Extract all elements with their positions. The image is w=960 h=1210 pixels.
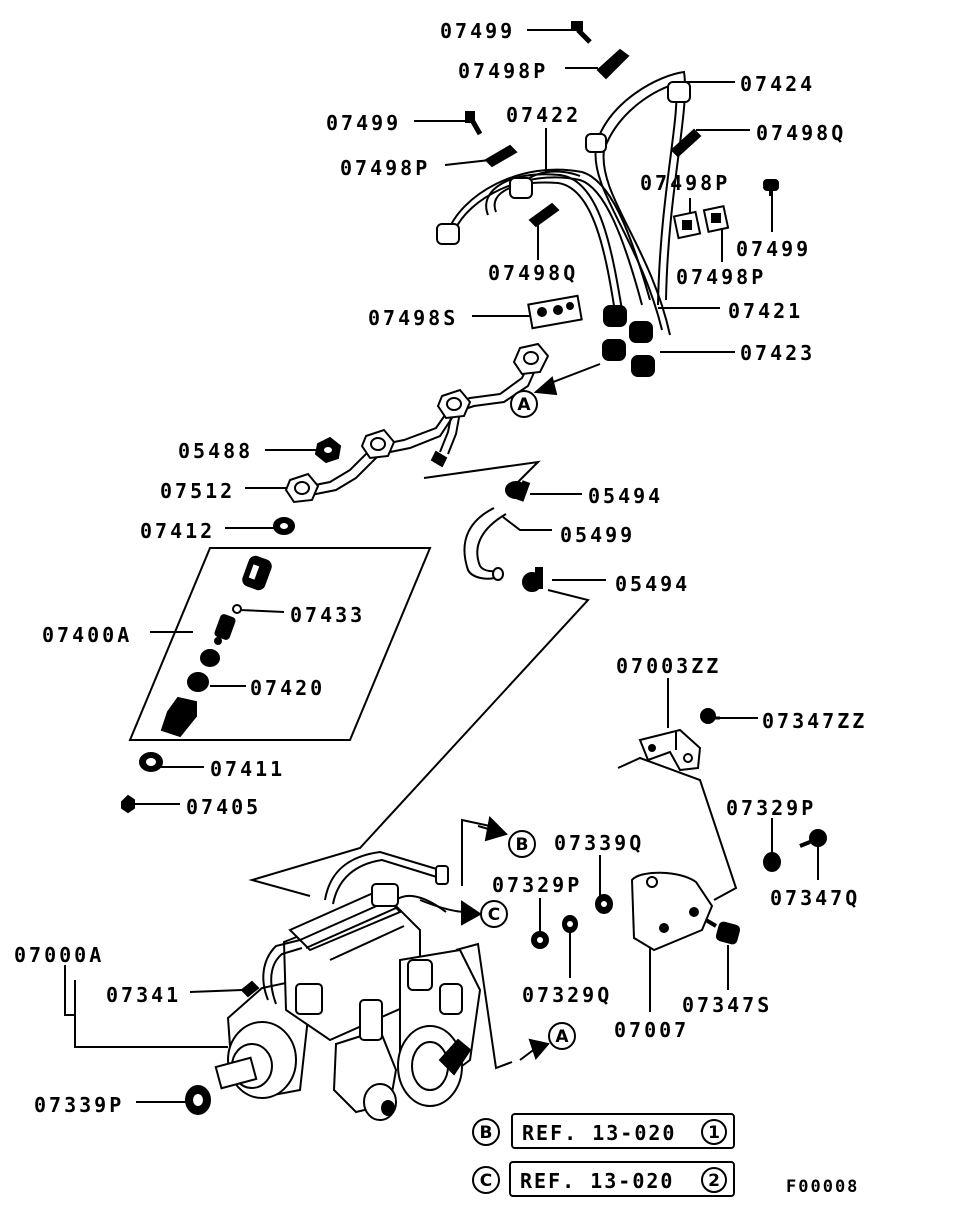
guide-line-leakoff (423, 460, 541, 489)
part-label: 07499 (736, 237, 811, 261)
clamps-bolts (465, 21, 779, 330)
leak-off-pipe (284, 342, 550, 504)
injection-pipes (446, 70, 687, 336)
hose-return (463, 480, 543, 592)
ref-num-b: 1 (708, 1123, 720, 1143)
part-label: 07499 (440, 19, 515, 43)
figure-code: F00008 (786, 1177, 859, 1197)
connector-a-bottom: A (519, 1022, 576, 1061)
marker-a-bottom: A (555, 1027, 569, 1047)
part-label: 07423 (740, 341, 815, 365)
guide-line-b (461, 818, 491, 886)
ref-text-c: REF. 13-020 (520, 1169, 674, 1193)
part-label: 07498P (640, 171, 730, 195)
part-label: 07329Q (522, 983, 612, 1007)
connector-b: B (477, 815, 536, 858)
part-label: 05494 (588, 484, 663, 508)
part-label: 07347S (682, 993, 772, 1017)
part-label: 07007 (614, 1018, 689, 1042)
part-label: 05494 (615, 572, 690, 596)
ref-marker-b: B (480, 1123, 493, 1143)
part-label: 07003ZZ (616, 654, 721, 678)
part-label: 07498P (676, 265, 766, 289)
injection-pump (185, 850, 482, 1121)
nozzle-kit (121, 517, 432, 814)
part-label: 07405 (186, 795, 261, 819)
part-label: 05499 (560, 523, 635, 547)
reference-c: C REF. 13-020 2 (472, 1161, 735, 1197)
part-label: 07339P (34, 1093, 124, 1117)
leader-lines (64, 29, 819, 1103)
part-label: 07341 (106, 983, 181, 1007)
bracket-07007 (630, 871, 741, 952)
part-label: 07498Q (488, 261, 578, 285)
part-label: 07421 (728, 299, 803, 323)
guide-line-bracket (617, 756, 738, 901)
part-labels: 07499 07498P 07424 07499 07422 07498Q 07… (14, 19, 867, 1117)
bracket-07003zz (638, 708, 720, 772)
part-label: 07498Q (756, 121, 846, 145)
small-fasteners-right (531, 829, 827, 949)
guide-line-pump (248, 589, 590, 897)
connector-c: C (419, 899, 508, 928)
reference-b: B REF. 13-020 1 (472, 1113, 735, 1149)
ref-marker-c: C (480, 1171, 492, 1191)
part-label: 07339Q (554, 831, 644, 855)
part-label: 07347Q (770, 886, 860, 910)
part-label: 07411 (210, 757, 285, 781)
part-label: 07329P (492, 873, 582, 897)
marker-c: C (488, 905, 500, 925)
part-label: 07498P (458, 59, 548, 83)
part-label: 07420 (250, 676, 325, 700)
part-label: 07433 (290, 603, 365, 627)
ref-text-b: REF. 13-020 (522, 1121, 676, 1145)
part-label: 07347ZZ (762, 709, 867, 733)
part-label: 07422 (506, 103, 581, 127)
connector-a-top: A (510, 363, 601, 418)
part-label: 07000A (14, 943, 104, 967)
part-label: 07498P (340, 156, 430, 180)
part-label: 07498S (368, 306, 458, 330)
part-label: 07412 (140, 519, 215, 543)
pipe-nuts (436, 81, 691, 377)
part-label: 07512 (160, 479, 235, 503)
ref-num-c: 2 (708, 1171, 720, 1191)
part-label: 05488 (178, 439, 253, 463)
guide-line-a (455, 942, 513, 1070)
part-label: 07424 (740, 72, 815, 96)
part-label: 07400A (42, 623, 132, 647)
part-label: 07329P (726, 796, 816, 820)
marker-a-top: A (517, 395, 531, 415)
part-label: 07499 (326, 111, 401, 135)
marker-b: B (516, 835, 529, 855)
